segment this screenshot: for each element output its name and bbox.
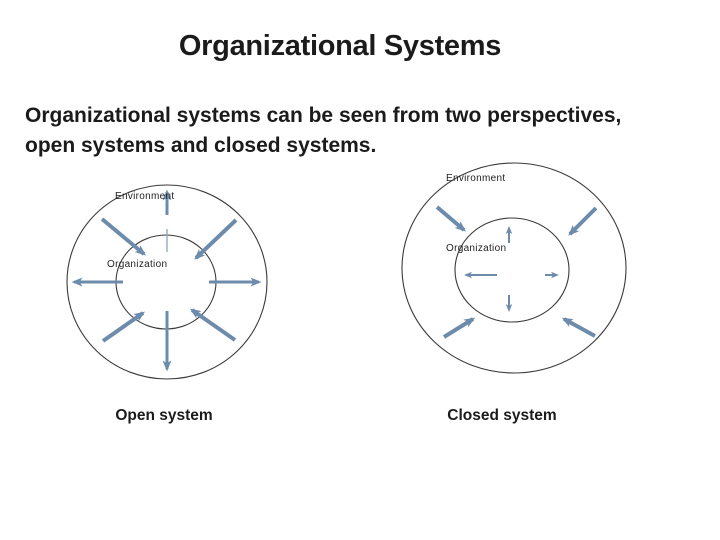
open-organization-label: Organization — [107, 259, 168, 270]
closed-arrow-topright-inward — [568, 206, 598, 236]
open-system-caption: Open system — [115, 407, 213, 424]
closed-organization-circle — [454, 217, 570, 323]
body-line-1: Organizational systems can be seen from … — [25, 104, 622, 127]
closed-arrow-bottomright-inward — [561, 317, 596, 338]
closed-organization-label: Organization — [446, 243, 507, 254]
closed-arrow-bottomleft-inward — [442, 317, 476, 339]
open-environment-label: Environment — [115, 191, 175, 202]
open-arrow-bottomleft-inward — [101, 311, 146, 343]
slide-title: Organizational Systems — [178, 30, 502, 62]
closed-system-caption: Closed system — [447, 407, 557, 424]
open-environment-circle — [66, 184, 268, 380]
slide-body-text: Organizational systems can be seen from … — [25, 101, 685, 161]
body-line-2: open systems and closed systems. — [25, 134, 377, 157]
closed-environment-circle — [401, 162, 627, 374]
closed-system-diagram — [401, 162, 627, 374]
open-arrow-topleft-inward — [100, 217, 146, 256]
open-arrow-bottomright-inward — [189, 308, 237, 342]
closed-arrow-topleft-inward — [435, 205, 466, 232]
open-arrow-topright-inward — [194, 218, 238, 260]
closed-environment-label: Environment — [446, 173, 506, 184]
open-system-diagram — [66, 184, 268, 380]
